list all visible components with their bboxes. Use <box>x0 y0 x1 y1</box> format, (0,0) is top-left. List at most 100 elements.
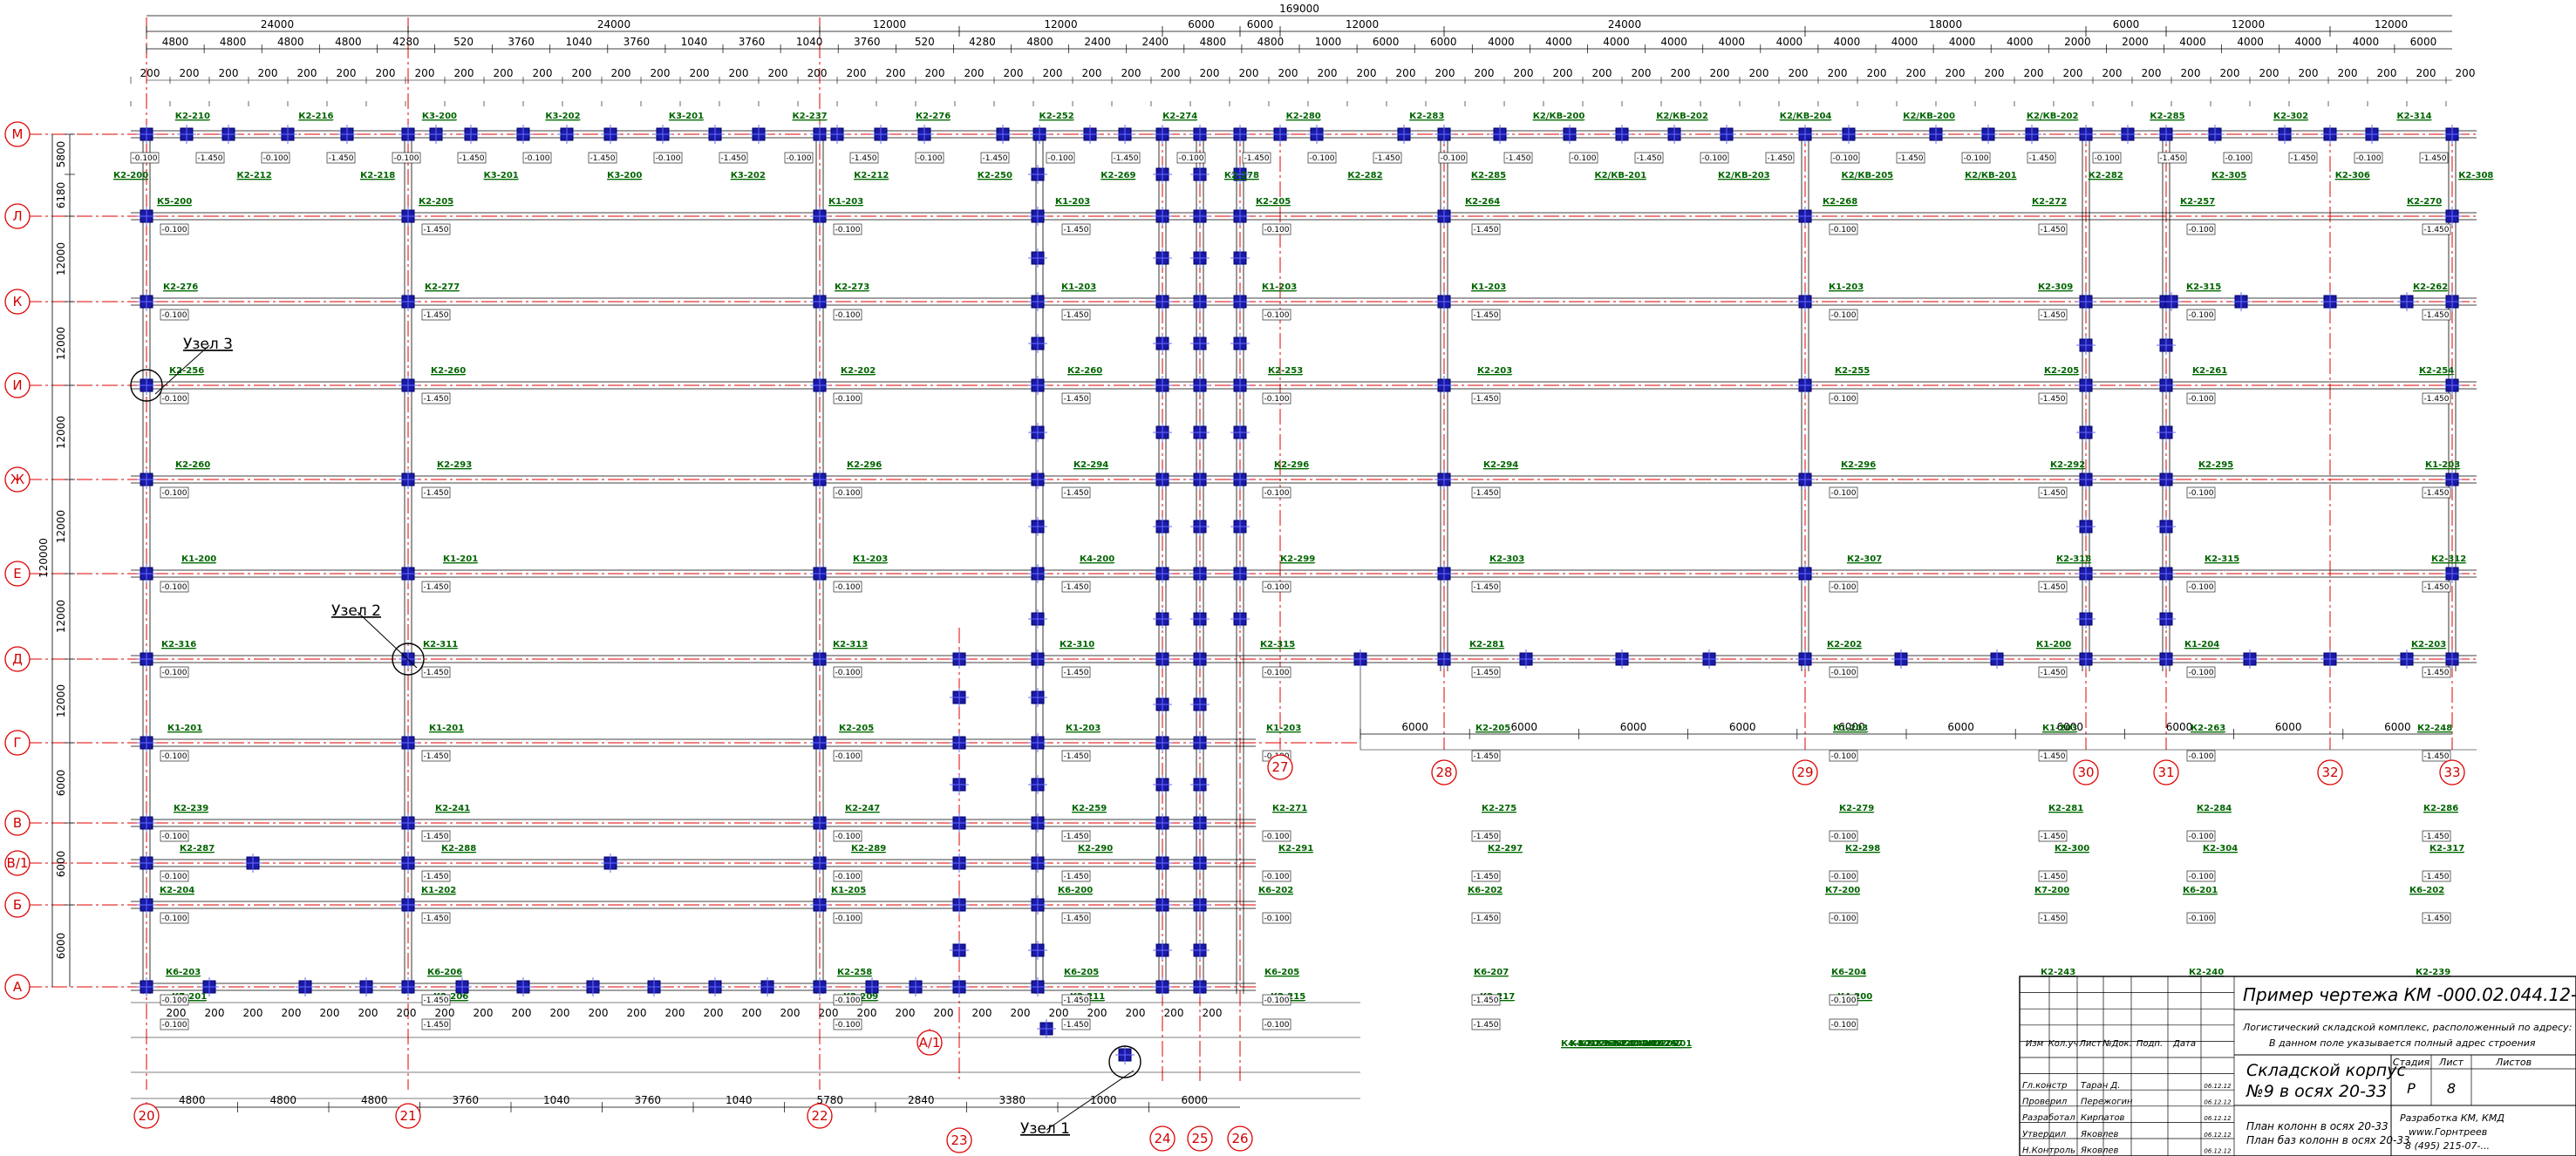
column-label: К1-203 <box>1262 282 1297 292</box>
column-label: К2-203 <box>1477 366 1512 376</box>
level-mark-box <box>1061 666 1091 678</box>
column-label: К2-242 <box>1596 1039 1631 1049</box>
level-mark-box <box>2038 750 2068 762</box>
column-label: К2/КВ-201 <box>1594 171 1646 180</box>
column-label: К6-203 <box>166 968 201 977</box>
column-label: К2/КВ-202 <box>1656 112 1708 121</box>
column-label: К2-262 <box>2413 282 2448 292</box>
level-mark: -0.100 <box>2188 395 2213 404</box>
column-label: К2-243 <box>2041 968 2075 977</box>
level-mark-box <box>2422 830 2451 842</box>
column-label: К2-205 <box>1475 724 1510 733</box>
level-mark-box <box>1700 152 1729 164</box>
sub-dimension: 6000 <box>2410 36 2437 48</box>
node-leader <box>357 611 418 669</box>
small-dimension: 200 <box>925 67 945 79</box>
level-mark-box <box>2038 309 2068 321</box>
level-mark: -0.100 <box>161 489 187 498</box>
level-mark: -0.100 <box>1830 583 1856 592</box>
column-label: К1-203 <box>1833 724 1868 733</box>
sub-dimension: 3760 <box>508 36 535 48</box>
row-dimension: 6000 <box>1511 721 1538 733</box>
level-mark: -1.450 <box>423 583 448 592</box>
column-label: К2-249 <box>1613 1039 1648 1049</box>
axis-bubble-30 <box>2073 759 2099 785</box>
level-mark-box <box>195 152 225 164</box>
column-label: К4-200 <box>1080 554 1114 564</box>
level-mark-box <box>833 223 862 235</box>
level-mark-box <box>2422 486 2451 499</box>
level-mark-box <box>1471 309 1501 321</box>
level-mark-box <box>833 750 862 762</box>
row-dimension: 6000 <box>2166 721 2193 733</box>
level-mark-box <box>1471 1018 1501 1030</box>
span-dimension: 12000 <box>1346 18 1379 31</box>
title-company-1: Разработка КМ, КМД <box>2400 1112 2504 1124</box>
small-dimension: 200 <box>651 67 671 79</box>
level-mark: -0.100 <box>1178 154 1203 163</box>
axis-label-24: 24 <box>1154 1131 1170 1146</box>
level-mark: -1.450 <box>423 395 448 404</box>
level-mark-box <box>261 152 290 164</box>
column-label: К1-203 <box>1061 282 1096 292</box>
level-mark-box <box>1471 666 1501 678</box>
column-label: К2-260 <box>431 366 466 376</box>
level-mark-box <box>833 309 862 321</box>
small-dimension: 200 <box>435 1007 455 1019</box>
column-label: К2-273 <box>835 282 869 292</box>
span-dimension: 12000 <box>873 18 906 31</box>
level-mark: -1.450 <box>1473 833 1498 841</box>
level-mark-box <box>833 392 862 405</box>
level-mark-box <box>1829 912 1858 924</box>
level-mark: -1.450 <box>2290 154 2315 163</box>
column-label: К5-200 <box>157 197 192 207</box>
title-role: Гл.констр <box>2022 1081 2068 1091</box>
level-mark-box <box>1438 152 1468 164</box>
level-mark-box <box>833 666 862 678</box>
column-label: К2-313 <box>833 640 868 649</box>
title-date: 06.12.12 <box>2204 1115 2232 1122</box>
level-mark-box <box>2157 152 2187 164</box>
sub-dimension: 1040 <box>681 36 708 48</box>
axis-label-21: 21 <box>399 1108 416 1124</box>
level-mark-box <box>421 830 451 842</box>
column-label: К2-296 <box>1274 460 1309 470</box>
level-mark: -0.100 <box>2188 311 2213 320</box>
column-label: К2-212 <box>237 171 272 180</box>
small-dimension: 200 <box>358 1007 378 1019</box>
column-label: К2-282 <box>1347 171 1382 180</box>
level-mark: -0.100 <box>524 154 549 163</box>
level-mark-box <box>2038 912 2068 924</box>
column-label: К2-244 <box>1605 1039 1639 1049</box>
level-mark: -1.450 <box>423 915 448 923</box>
left-dimension: 5800 <box>55 141 67 168</box>
column-label: К2-307 <box>1847 554 1882 564</box>
level-mark: -0.100 <box>1701 154 1727 163</box>
level-mark-box <box>421 870 451 882</box>
sub-dimension: 3760 <box>854 36 881 48</box>
sub-dimension: 4800 <box>220 36 247 48</box>
small-dimension: 200 <box>611 67 631 79</box>
level-mark-box <box>653 152 683 164</box>
column-label: К1-202 <box>421 886 456 895</box>
column-label: К2/КВ-200 <box>1903 112 1955 121</box>
level-mark: -0.100 <box>835 489 860 498</box>
level-mark-box <box>2038 392 2068 405</box>
title-name: Яковлев <box>2080 1146 2119 1155</box>
small-dimension: 200 <box>572 67 592 79</box>
column-label: К1-203 <box>1055 197 1090 207</box>
level-mark-box <box>2186 309 2216 321</box>
small-dimension: 200 <box>2259 67 2280 79</box>
axis-bubble-27 <box>1267 754 1293 780</box>
sub-dimension: 4000 <box>1660 36 1687 48</box>
column-label: К6-204 <box>1831 968 1866 977</box>
small-dimension: 200 <box>533 67 553 79</box>
title-date: 06.12.12 <box>2204 1099 2232 1106</box>
row-dimension: 6000 <box>2057 721 2084 733</box>
axis-label-Е: Е <box>13 566 21 581</box>
small-dimension: 200 <box>857 1007 877 1019</box>
level-mark: -0.100 <box>917 154 942 163</box>
level-mark: -1.450 <box>2040 395 2065 404</box>
level-mark: -1.450 <box>1767 154 1792 163</box>
